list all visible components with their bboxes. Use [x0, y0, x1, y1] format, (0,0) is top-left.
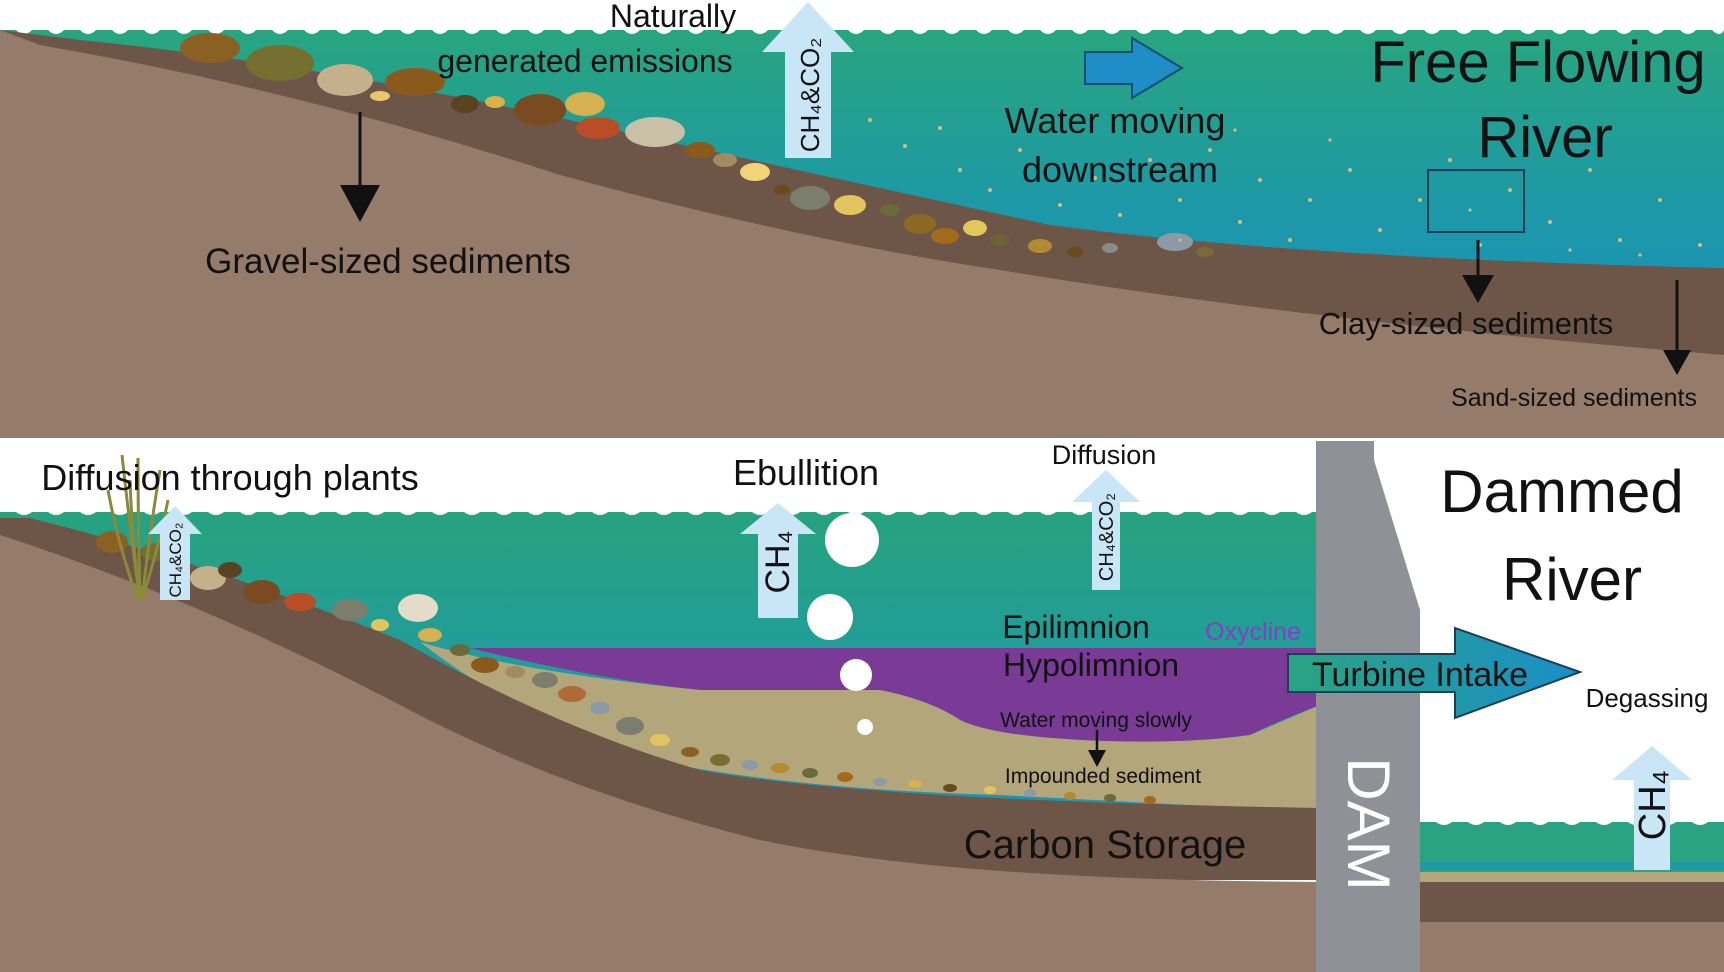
- degassing-arrow: CH₄: [1612, 746, 1692, 870]
- emissions-label-line1: Naturally: [610, 0, 736, 34]
- impounded-label: Impounded sediment: [1005, 765, 1201, 788]
- top-gravel-stones: [180, 33, 1214, 257]
- clay-label: Clay-sized sediments: [1319, 306, 1614, 341]
- ebullition-arrow: CH₄: [740, 503, 816, 618]
- top-title-line2: River: [1477, 105, 1612, 170]
- bubble-large: [825, 513, 879, 567]
- top-gas-label: CH₄&CO₂: [795, 38, 825, 153]
- bottom-gravel-stones: [96, 531, 1156, 804]
- bottom-panel: CH₄&CO₂ CH₄ CH₄&CO₂ DAM: [0, 440, 1724, 972]
- hypolimnion-label: Hypolimnion: [1003, 647, 1179, 683]
- oxycline-label: Oxycline: [1205, 618, 1301, 646]
- top-panel: CH₄&CO₂ Naturally generated emissions Wa…: [0, 0, 1724, 438]
- plants-gas-arrow: CH₄&CO₂: [148, 506, 202, 600]
- methane-bubbles: [807, 513, 879, 735]
- ebullition-gas-label: CH₄: [759, 531, 797, 594]
- turbine-label: Turbine Intake: [1312, 656, 1528, 694]
- top-water-wave: [0, 24, 1724, 34]
- turbine-intake-arrow: [1287, 626, 1583, 720]
- diffusion-gas-label: CH₄&CO₂: [1096, 493, 1118, 581]
- bubble-small: [840, 659, 872, 691]
- plants-label: Diffusion through plants: [41, 457, 419, 498]
- water-slow-label: Water moving slowly: [1000, 709, 1192, 732]
- degassing-label: Degassing: [1586, 683, 1709, 713]
- wetland-plants: [106, 454, 170, 601]
- dam-label: DAM: [1335, 757, 1402, 890]
- slow-deposition-arrow: [1088, 730, 1106, 767]
- clay-sample-box: [1427, 169, 1525, 233]
- gravel-label: Gravel-sized sediments: [205, 242, 571, 281]
- top-deposition-arrows: [340, 112, 1691, 375]
- bottom-title-line2: River: [1502, 546, 1642, 613]
- sand-label: Sand-sized sediments: [1451, 384, 1697, 412]
- emissions-label-line2: generated emissions: [437, 43, 732, 79]
- top-title-line1: Free Flowing: [1370, 30, 1705, 95]
- top-suspended-particles: [868, 118, 1702, 257]
- hypolimnion-layer: [470, 648, 1320, 742]
- top-gas-arrow: CH₄&CO₂: [762, 2, 854, 158]
- ebullition-label: Ebullition: [733, 452, 879, 493]
- bubble-tiny: [857, 719, 873, 735]
- top-bedrock: [0, 30, 1724, 438]
- water-moving-line1: Water moving: [1005, 100, 1226, 141]
- downstream-water-deep: [1420, 862, 1724, 870]
- diffusion-label: Diffusion: [1052, 440, 1157, 470]
- reservoir-wave: [0, 505, 1320, 515]
- plants-gas-label: CH₄&CO₂: [166, 523, 185, 598]
- downstream-sediment-strip: [1420, 872, 1724, 882]
- bottom-bedrock: [0, 535, 1320, 972]
- bubble-medium: [807, 594, 853, 640]
- water-moving-line2: downstream: [1022, 149, 1218, 190]
- carbon-storage-label: Carbon Storage: [964, 823, 1246, 867]
- downstream-flow-arrow: [1084, 36, 1184, 100]
- epilimnion-label: Epilimnion: [1002, 609, 1150, 645]
- panel-separator: [0, 438, 1724, 441]
- downstream-sediment: [1420, 882, 1724, 922]
- downstream-bedrock: [1420, 922, 1724, 972]
- degassing-gas-label: CH₄: [1632, 770, 1674, 840]
- bottom-title-line1: Dammed: [1440, 458, 1683, 525]
- diffusion-arrow: CH₄&CO₂: [1072, 470, 1140, 590]
- dam-wall: [1316, 441, 1420, 972]
